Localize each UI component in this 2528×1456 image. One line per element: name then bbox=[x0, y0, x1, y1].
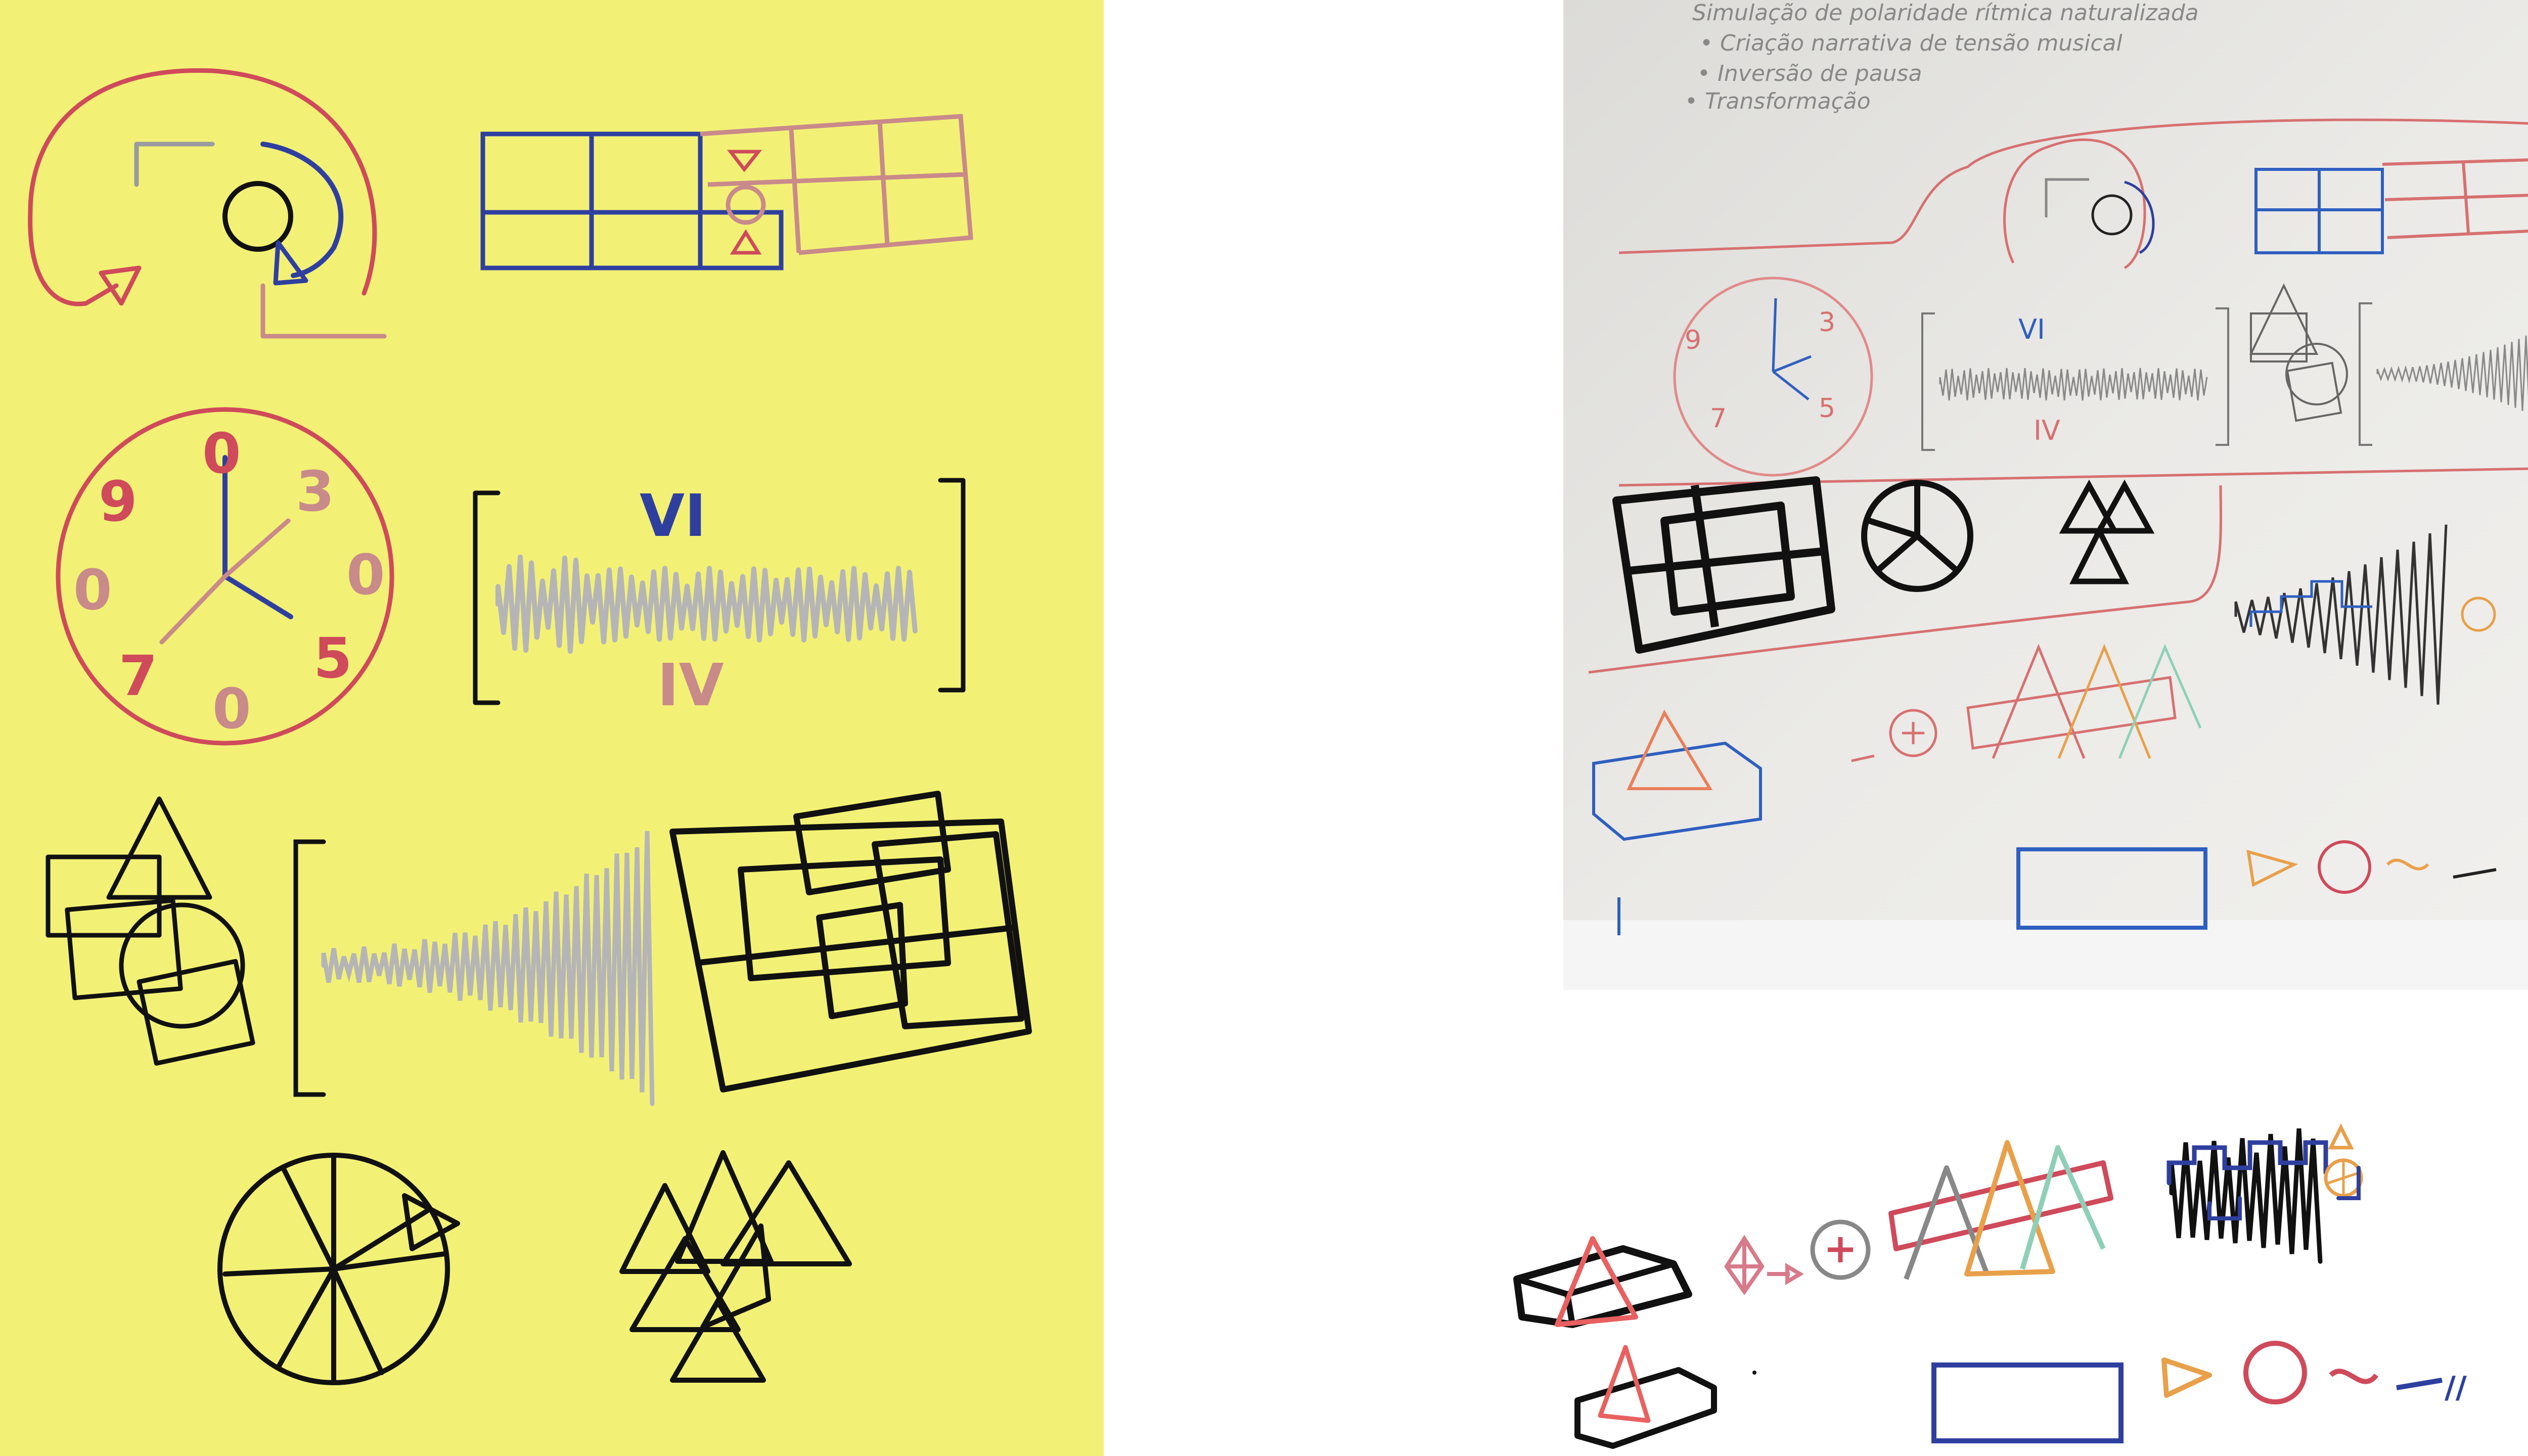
note-line-2: • Criação narrativa de tensão musical bbox=[1700, 30, 2123, 56]
prism-bottom-icon bbox=[1574, 1345, 1717, 1449]
red-circle-icon bbox=[2243, 1341, 2307, 1404]
bracketed-wave-icon bbox=[473, 478, 966, 705]
clock-number-top: 0 bbox=[202, 421, 241, 486]
photo-crescendo-icon bbox=[2359, 302, 2528, 446]
nested-rectangles-icon bbox=[669, 791, 1032, 1093]
clock-number-9: 9 bbox=[99, 469, 138, 534]
clock-number-right: 0 bbox=[346, 542, 385, 607]
photo-grid-icon bbox=[2254, 158, 2528, 254]
triangle-cluster-icon bbox=[619, 1150, 852, 1383]
photo-wheel-icon bbox=[1861, 480, 1973, 592]
crescendo-wave-icon bbox=[293, 831, 655, 1106]
photo-clock-icon bbox=[1673, 277, 1873, 477]
clock-number-5: 5 bbox=[313, 626, 352, 691]
photo-triangle-band-icon bbox=[1966, 644, 2202, 759]
photo-clock-5: 5 bbox=[1819, 393, 1835, 424]
triangle-band-icon bbox=[1888, 1140, 2113, 1280]
yellow-sketch-canvas: 0 3 0 5 0 7 0 9 VI IV bbox=[0, 0, 1104, 1456]
note-line-4: • Transformação bbox=[1685, 88, 1871, 114]
photo-spiral-icon bbox=[2003, 139, 2155, 269]
photo-clock-7: 7 bbox=[1710, 403, 1727, 434]
photo-roman-bottom: IV bbox=[2034, 415, 2060, 446]
clock-number-bottom: 0 bbox=[212, 676, 251, 741]
roman-numeral-bottom: IV bbox=[657, 652, 724, 719]
wheel-arrow-icon bbox=[217, 1153, 460, 1385]
return-spiral-icon bbox=[28, 68, 387, 339]
clock-number-3: 3 bbox=[296, 459, 335, 524]
clock-number-7: 7 bbox=[119, 644, 158, 708]
zigzag-wave-icon bbox=[2166, 1123, 2363, 1264]
photo-clock-3: 3 bbox=[1819, 307, 1835, 338]
overlapping-shapes-icon bbox=[46, 796, 255, 1066]
grid-pink-icon bbox=[700, 114, 973, 255]
photo-roman-top: VI bbox=[2018, 313, 2045, 345]
canvas-background bbox=[0, 0, 1104, 1456]
prism-top-icon bbox=[1513, 1236, 1692, 1328]
diamond-arrow-icon bbox=[1724, 1235, 1804, 1295]
photo-nested-rects-icon bbox=[1612, 476, 1835, 654]
note-line-1: Simulação de polaridade rítmica naturali… bbox=[1692, 0, 2199, 26]
end-symbols bbox=[2161, 1341, 2443, 1404]
photo-bracket-wave-icon bbox=[1921, 307, 2229, 451]
notebook-photo-svg: Simulação de polaridade rítmica naturali… bbox=[1563, 0, 2528, 990]
photo-layered-wave-icon bbox=[2234, 524, 2496, 705]
photo-end-symbols bbox=[2246, 840, 2497, 894]
clock-icon bbox=[56, 407, 394, 746]
photo-small-symbols bbox=[1851, 709, 1937, 762]
photo-clock-numbers: 3 5 7 9 bbox=[1685, 307, 1835, 434]
digital-sketch-row: // bbox=[1492, 1011, 2528, 1456]
up-down-arrows-icon bbox=[727, 150, 762, 255]
dash-icon bbox=[2396, 1378, 2443, 1390]
notebook-photo: Simulação de polaridade rítmica naturali… bbox=[1563, 0, 2528, 990]
photo-blue-rectangle bbox=[2016, 847, 2207, 930]
digital-sketch-svg: // bbox=[1513, 1123, 2467, 1449]
yellow-sketch-svg: 0 3 0 5 0 7 0 9 VI IV bbox=[0, 0, 1104, 1456]
roman-numeral-top: VI bbox=[640, 482, 706, 550]
clock-number-left: 0 bbox=[73, 558, 112, 622]
photo-triangles-icon bbox=[2059, 479, 2155, 584]
grid-blue-icon bbox=[480, 131, 784, 270]
dot-mark bbox=[1752, 1371, 1756, 1375]
blue-rectangle bbox=[1931, 1362, 2124, 1443]
paper-bottom-edge bbox=[1563, 920, 2528, 990]
double-bar-mark: // bbox=[2445, 1370, 2467, 1405]
orange-triangle-icon bbox=[2161, 1357, 2212, 1398]
tilde-icon bbox=[2329, 1369, 2378, 1384]
plus-circle-icon bbox=[1810, 1219, 1871, 1280]
note-line-3: • Inversão de pausa bbox=[1697, 61, 1922, 86]
photo-prism-icon bbox=[1592, 709, 1762, 841]
handwritten-notes: Simulação de polaridade rítmica naturali… bbox=[1685, 0, 2199, 114]
photo-shapes-icon bbox=[2249, 283, 2348, 422]
clock-numbers: 0 3 0 5 0 7 0 9 bbox=[73, 421, 385, 741]
photo-clock-9: 9 bbox=[1685, 325, 1701, 355]
